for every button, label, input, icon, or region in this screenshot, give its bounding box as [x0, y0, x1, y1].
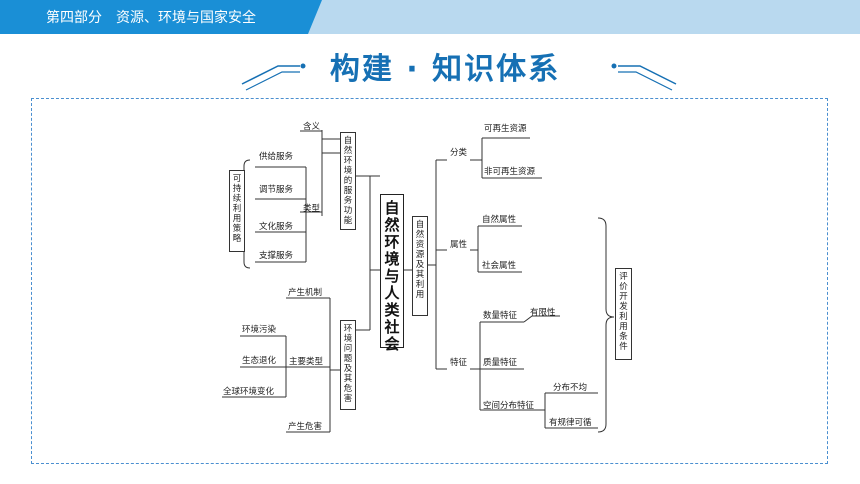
node-global-change: 全球环境变化 — [223, 387, 275, 397]
node-nonrenewable: 非可再生资源 — [484, 167, 536, 177]
title-banner: 构建 · 知识体系 — [0, 44, 860, 96]
node-social-attribute: 社会属性 — [482, 261, 517, 271]
node-uneven: 分布不均 — [553, 383, 588, 393]
node-evaluation: 评价开发利用条件 — [615, 268, 632, 360]
node-environment-problems: 环境问题及其危害 — [340, 320, 356, 410]
section-label: 第四部分 资源、环境与国家安全 — [46, 10, 256, 26]
title-decoration — [241, 63, 677, 91]
node-features: 特征 — [450, 358, 468, 368]
node-limited: 有限性 — [530, 308, 556, 318]
node-service-functions: 自然环境的服务功能 — [340, 132, 356, 230]
node-quantity: 数量特征 — [483, 311, 518, 321]
node-renewable: 可再生资源 — [484, 124, 527, 134]
node-type: 类型 — [303, 204, 321, 214]
node-main-types: 主要类型 — [289, 357, 324, 367]
node-meaning: 含义 — [303, 122, 321, 132]
node-service-supply: 供给服务 — [259, 152, 294, 162]
node-quality: 质量特征 — [483, 358, 518, 368]
node-regular: 有规律可循 — [549, 418, 592, 428]
node-classification: 分类 — [450, 148, 468, 158]
node-natural-attribute: 自然属性 — [482, 215, 517, 225]
diagram-frame — [31, 98, 828, 464]
node-natural-resources: 自然资源及其利用 — [412, 216, 428, 316]
node-attributes: 属性 — [450, 240, 468, 250]
section-tab: 第四部分 资源、环境与国家安全 — [0, 0, 322, 34]
node-degradation: 生态退化 — [242, 356, 277, 366]
node-pollution: 环境污染 — [242, 325, 277, 335]
node-mechanism: 产生机制 — [288, 288, 323, 298]
node-sustainable-strategy: 可持续利用策略 — [229, 170, 245, 252]
node-harm: 产生危害 — [288, 422, 323, 432]
node-service-culture: 文化服务 — [259, 222, 294, 232]
node-service-support: 支撑服务 — [259, 251, 294, 261]
node-spatial: 空间分布特征 — [483, 401, 535, 411]
center-topic: 自然环境与人类社会 — [380, 194, 404, 353]
page-title: 构建 · 知识体系 — [329, 52, 561, 87]
node-service-regulate: 调节服务 — [259, 185, 294, 195]
